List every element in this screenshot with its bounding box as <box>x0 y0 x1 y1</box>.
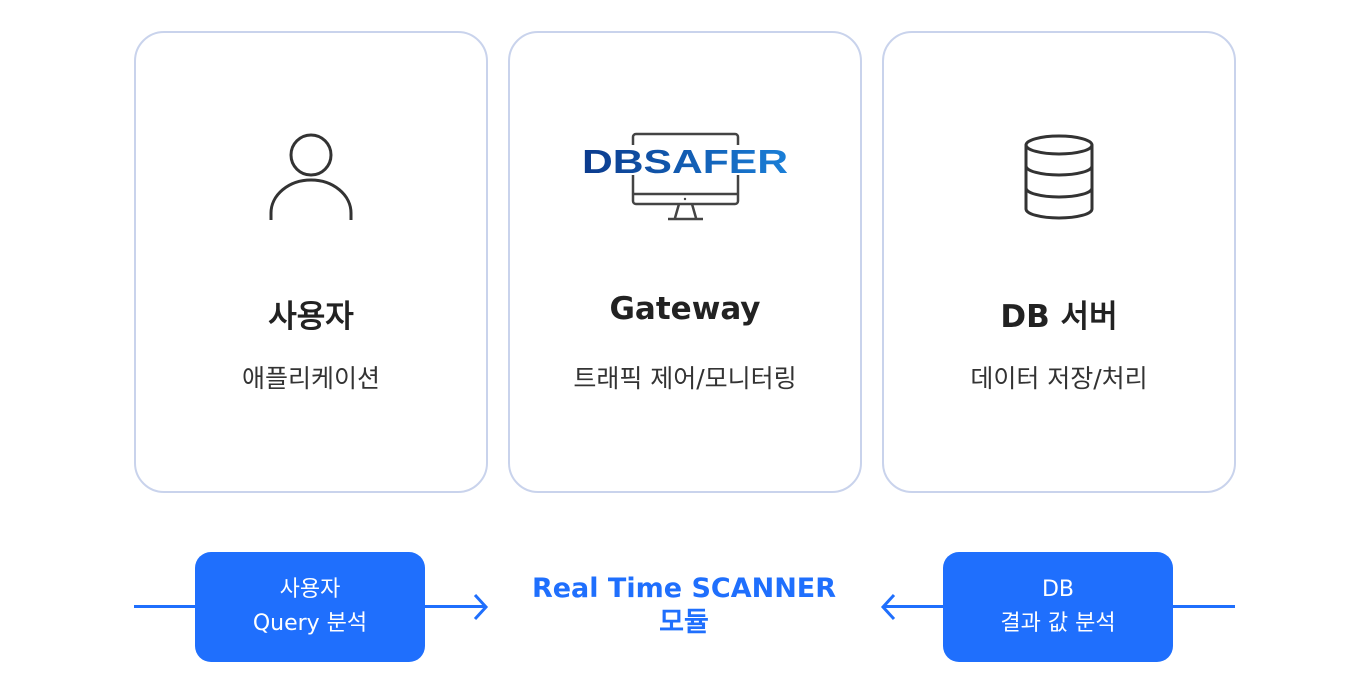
scanner-module-label: Real Time SCANNER 모듈 <box>505 572 863 640</box>
db-server-card: DB 서버 데이터 저장/처리 <box>882 31 1236 493</box>
box-line2: 결과 값 분석 <box>1000 611 1116 636</box>
box-line1: 사용자 <box>279 577 341 602</box>
svg-text:DBSAFER: DBSAFER <box>582 143 788 180</box>
box-line1: DB <box>1041 577 1075 602</box>
user-icon <box>136 128 486 228</box>
user-card: 사용자 애플리케이션 <box>134 31 488 493</box>
box-line2: Query 분석 <box>252 611 368 636</box>
card-title: DB 서버 <box>1000 299 1118 335</box>
card-subtitle: 데이터 저장/처리 <box>970 364 1148 393</box>
dbsafer-monitor-logo: DBSAFER <box>510 131 860 226</box>
database-icon <box>884 133 1234 223</box>
gateway-card: DBSAFER Gateway 트래픽 제어/모니터링 <box>508 31 862 493</box>
center-line1: Real Time SCANNER <box>531 573 837 604</box>
card-title: Gateway <box>609 291 761 327</box>
center-line2: 모듈 <box>659 607 709 638</box>
card-subtitle: 트래픽 제어/모니터링 <box>573 364 797 393</box>
card-subtitle: 애플리케이션 <box>241 364 380 393</box>
arrow-right-icon <box>473 593 489 621</box>
card-title: 사용자 <box>268 299 354 335</box>
arrow-left-icon <box>880 593 896 621</box>
db-result-analysis-box: DB 결과 값 분석 <box>943 552 1173 662</box>
user-query-analysis-box: 사용자 Query 분석 <box>195 552 425 662</box>
